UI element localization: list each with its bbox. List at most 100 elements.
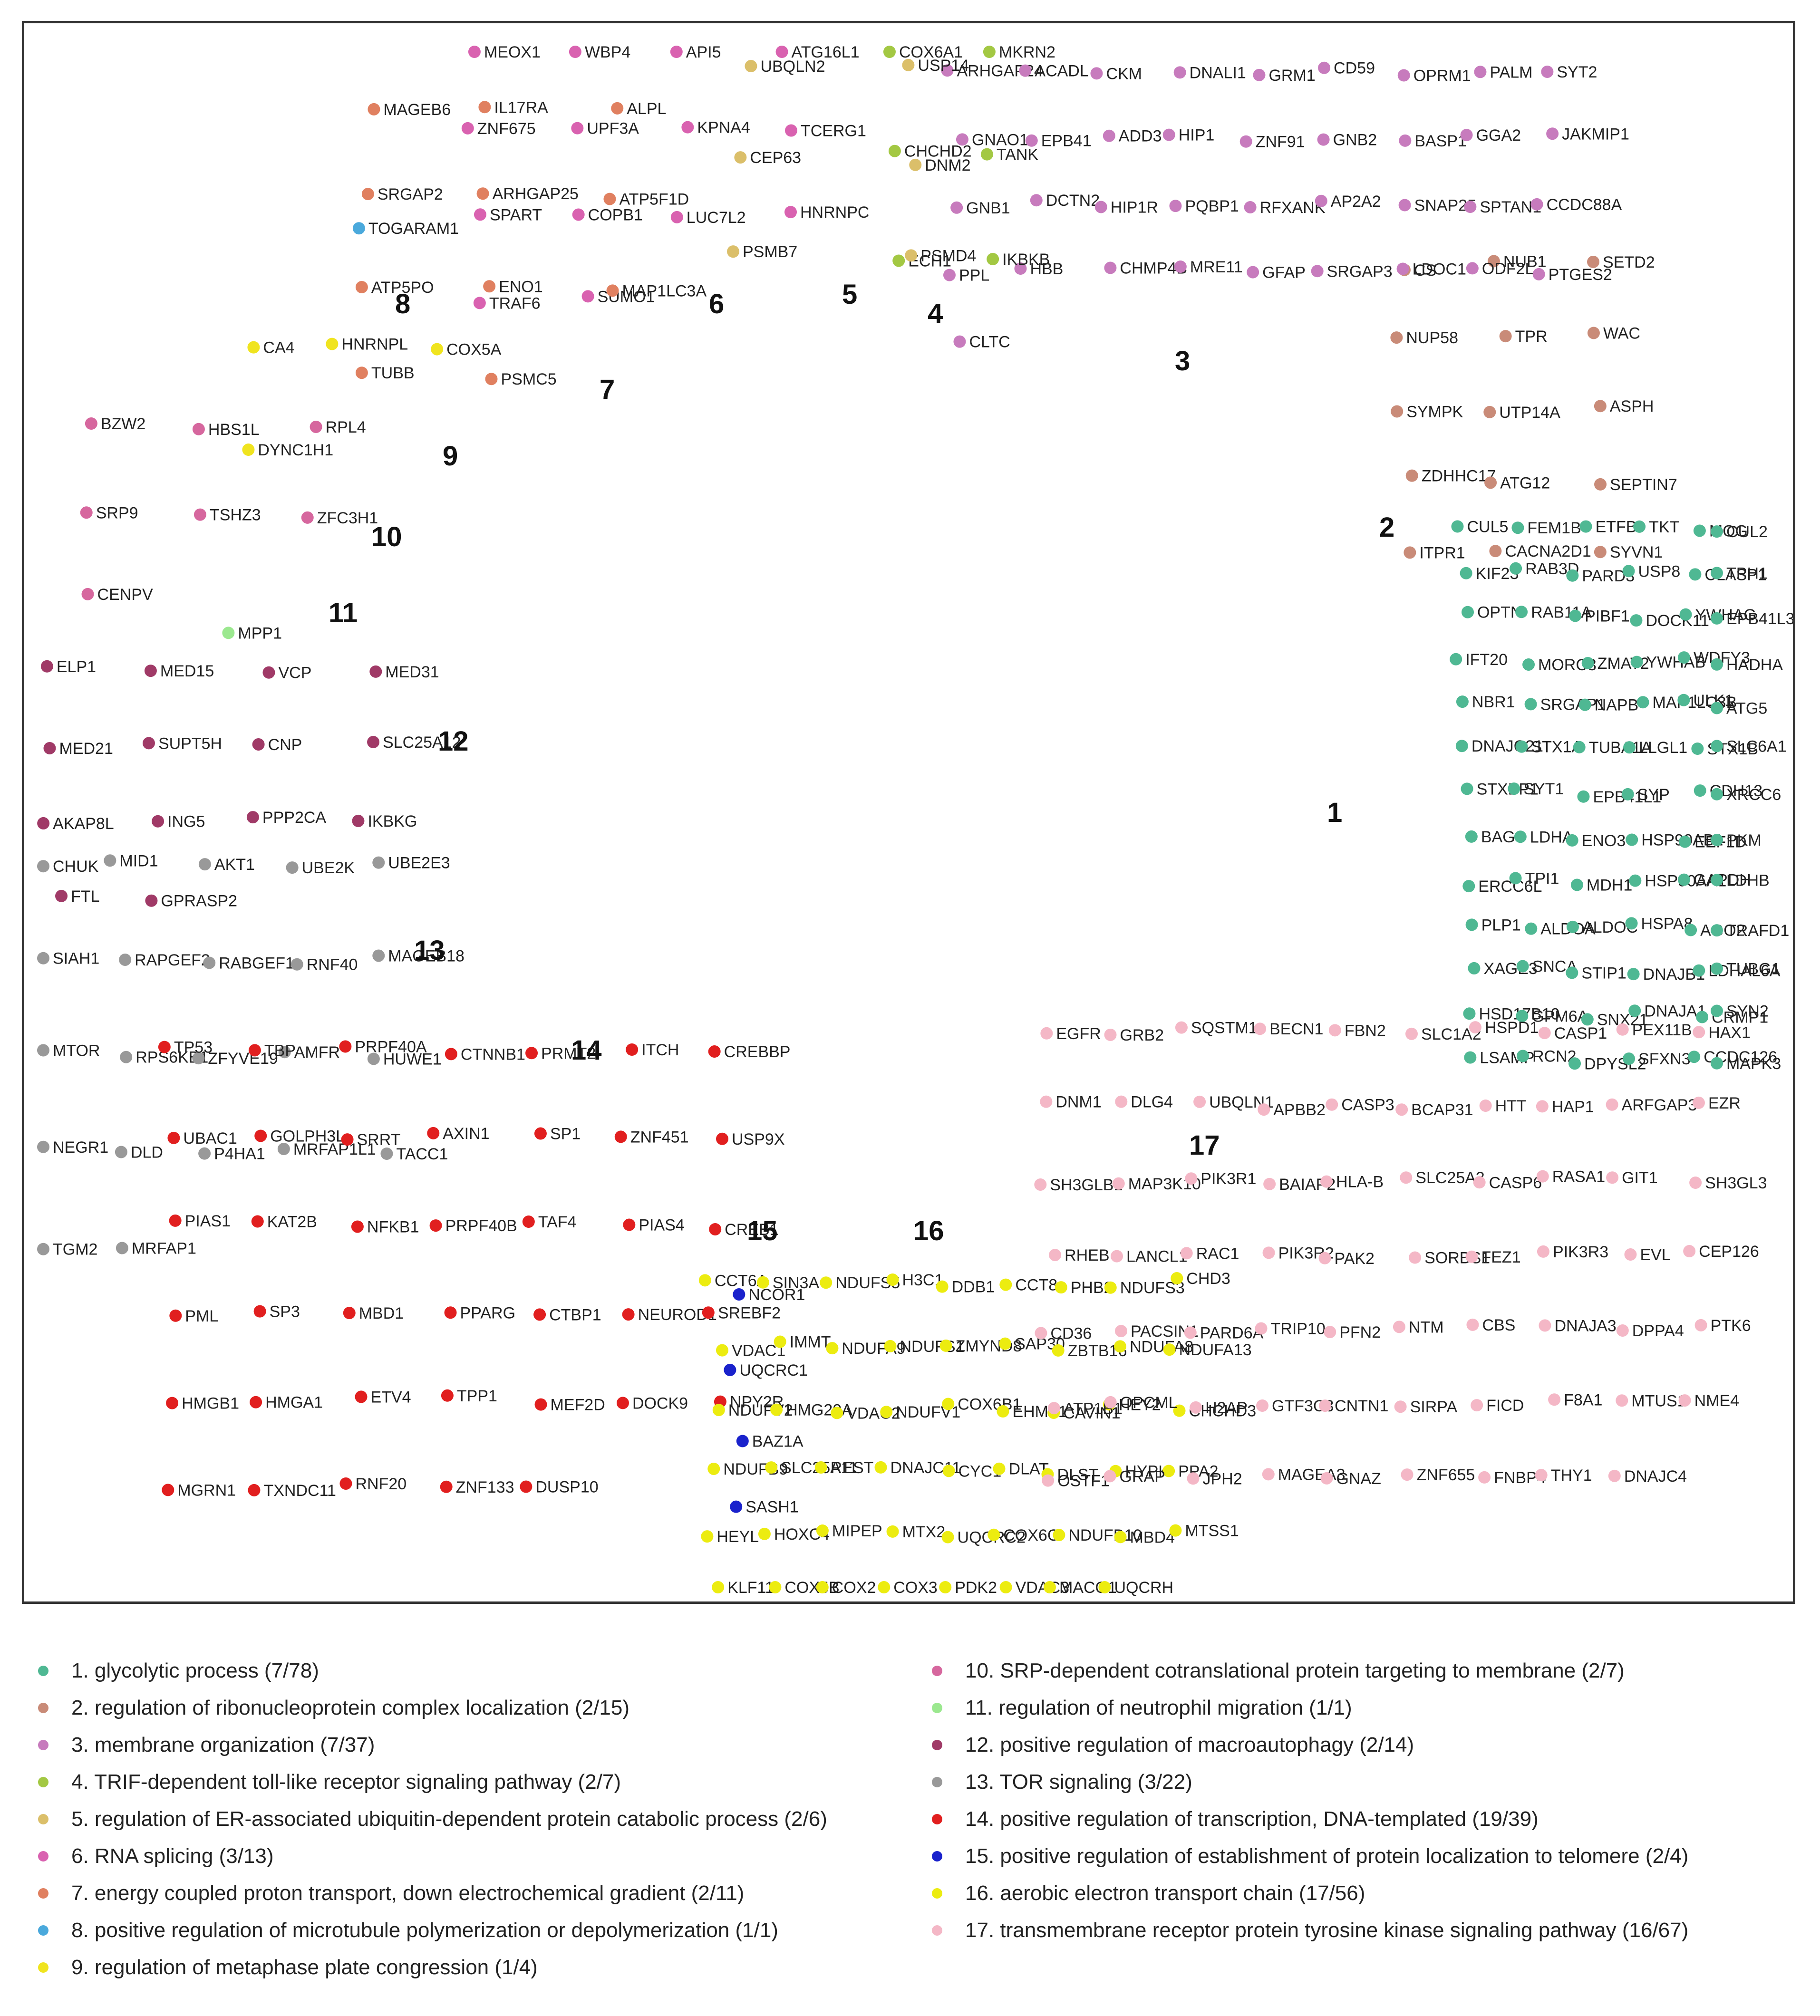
node-dot-prpf40b	[429, 1219, 442, 1232]
node-label-hspa8: HSPA8	[1641, 915, 1693, 933]
legend-text: 6. RNA splicing (3/13)	[71, 1844, 274, 1868]
node-label-akt1: AKT1	[214, 856, 255, 874]
node-label-mrfap1: MRFAP1	[132, 1240, 196, 1258]
node-dot-chchd3	[1173, 1404, 1186, 1417]
node-dot-ube2e3	[372, 856, 385, 869]
node-dot-znf451	[614, 1130, 627, 1143]
node-dot-med15	[144, 665, 157, 677]
node-dot-oprm1	[1397, 69, 1410, 82]
node-dot-hbb	[1014, 262, 1027, 275]
node-label-dnaja3: DNAJA3	[1554, 1317, 1616, 1335]
node-label-hap1: HAP1	[1552, 1098, 1594, 1116]
node-label-mpp1: MPP1	[238, 624, 282, 642]
node-label-usp8: USP8	[1638, 562, 1681, 580]
node-dot-mipep	[816, 1524, 829, 1537]
node-label-syvn1: SYVN1	[1610, 543, 1663, 561]
node-dot-rnf20	[339, 1477, 352, 1490]
node-dot-mapk3	[1711, 1057, 1723, 1070]
node-label-mtss1: MTSS1	[1185, 1522, 1239, 1540]
node-dot-dock9	[616, 1397, 629, 1409]
node-label-becn1: BECN1	[1269, 1020, 1323, 1038]
cluster-label-13: 13	[414, 935, 445, 966]
node-label-pibf1: PIBF1	[1585, 607, 1629, 625]
node-label-hadha: HADHA	[1726, 656, 1783, 674]
node-dot-ndufa9	[826, 1342, 839, 1355]
node-label-apbb2: APBB2	[1273, 1101, 1326, 1119]
node-label-pml: PML	[185, 1307, 218, 1325]
node-label-hip1r: HIP1R	[1111, 198, 1158, 216]
node-dot-h2ap	[1190, 1401, 1202, 1414]
node-label-gpm6a: GPM6A	[1531, 1007, 1588, 1025]
node-label-tkt: TKT	[1649, 518, 1679, 536]
node-dot-zbtb16	[1052, 1344, 1065, 1357]
node-label-atp5f1d: ATP5F1D	[619, 191, 689, 209]
node-dot-tph1	[1711, 567, 1723, 579]
node-label-trip10: TRIP10	[1271, 1320, 1326, 1338]
node-dot-mageb18	[372, 949, 385, 962]
node-label-mgrn1: MGRN1	[177, 1481, 236, 1499]
node-label-ubac1: UBAC1	[183, 1129, 237, 1148]
node-label-asph: ASPH	[1610, 397, 1654, 415]
node-dot-zfc3h1	[301, 511, 314, 524]
node-dot-sirpa	[1394, 1400, 1407, 1413]
node-label-gfap: GFAP	[1262, 264, 1306, 282]
node-label-ptk6: PTK6	[1711, 1317, 1751, 1335]
node-dot-tpr	[1499, 330, 1512, 343]
node-label-ndufv2: NDUFV2	[728, 1401, 793, 1419]
node-dot-tacc1	[380, 1147, 393, 1160]
node-label-nub1: NUB1	[1503, 252, 1547, 270]
legend-dot-icon	[38, 1666, 48, 1676]
node-label-trafd1: TRAFD1	[1726, 922, 1789, 940]
node-label-wbp4: WBP4	[585, 43, 630, 61]
node-label-srp9: SRP9	[96, 504, 138, 522]
node-dot-copb1	[572, 208, 585, 221]
node-dot-epb41l3	[1711, 612, 1723, 625]
node-label-cd59: CD59	[1334, 59, 1375, 77]
node-label-dnm2: DNM2	[925, 156, 970, 174]
node-dot-cntn1	[1319, 1399, 1332, 1412]
node-label-mef2d: MEF2D	[551, 1396, 605, 1414]
node-dot-hoxc4	[758, 1527, 771, 1540]
node-dot-cul2	[1711, 525, 1723, 538]
node-label-casp1: CASP1	[1554, 1024, 1607, 1042]
node-dot-ubqln2	[745, 60, 757, 73]
node-label-dusp10: DUSP10	[535, 1478, 598, 1496]
legend-dot-icon	[932, 1814, 942, 1824]
node-label-dld: DLD	[131, 1144, 163, 1162]
node-dot-dnaja1	[1628, 1004, 1641, 1017]
node-dot-slc25a12	[367, 736, 380, 749]
legend-text: 8. positive regulation of microtubule po…	[71, 1919, 778, 1942]
node-label-htt: HTT	[1495, 1097, 1527, 1115]
node-label-etv4: ETV4	[371, 1388, 411, 1406]
node-label-dppa4: DPPA4	[1632, 1322, 1684, 1340]
node-dot-gfap	[1247, 266, 1259, 279]
node-label-optn: OPTN	[1477, 604, 1522, 622]
node-dot-slc1a2	[1405, 1027, 1418, 1040]
node-label-mid1: MID1	[119, 852, 158, 870]
node-label-hmg20a: HMG20A	[786, 1401, 852, 1419]
node-label-med15: MED15	[160, 662, 214, 680]
node-dot-ndufa13	[1163, 1343, 1176, 1356]
node-label-srebf2: SREBF2	[718, 1304, 781, 1322]
node-dot-cox6b1	[942, 1398, 955, 1410]
node-dot-supt5h	[142, 737, 155, 750]
legend-item-13: 13. TOR signaling (3/22)	[932, 1765, 1192, 1799]
node-dot-tp53	[158, 1041, 171, 1053]
node-label-syt2: SYT2	[1557, 63, 1597, 81]
node-dot-ppa2	[1162, 1465, 1175, 1477]
node-dot-grap	[1104, 1470, 1116, 1483]
node-dot-utp14a	[1483, 405, 1496, 418]
node-dot-ndufs1	[884, 1340, 897, 1352]
node-dot-sin3a	[756, 1276, 769, 1289]
node-dot-znf675	[461, 122, 474, 135]
node-dot-rest	[814, 1461, 827, 1474]
node-dot-atp1b1	[1047, 1402, 1060, 1415]
node-dot-uqcrc1	[724, 1363, 736, 1376]
node-dot-cltc	[953, 335, 966, 348]
node-dot-siah1	[37, 952, 49, 965]
cluster-label-17: 17	[1189, 1130, 1220, 1161]
node-label-txndc11: TXNDC11	[263, 1482, 336, 1500]
node-dot-mrfap1l1	[277, 1143, 290, 1156]
legend-item-2: 2. regulation of ribonucleoprotein compl…	[38, 1691, 629, 1725]
